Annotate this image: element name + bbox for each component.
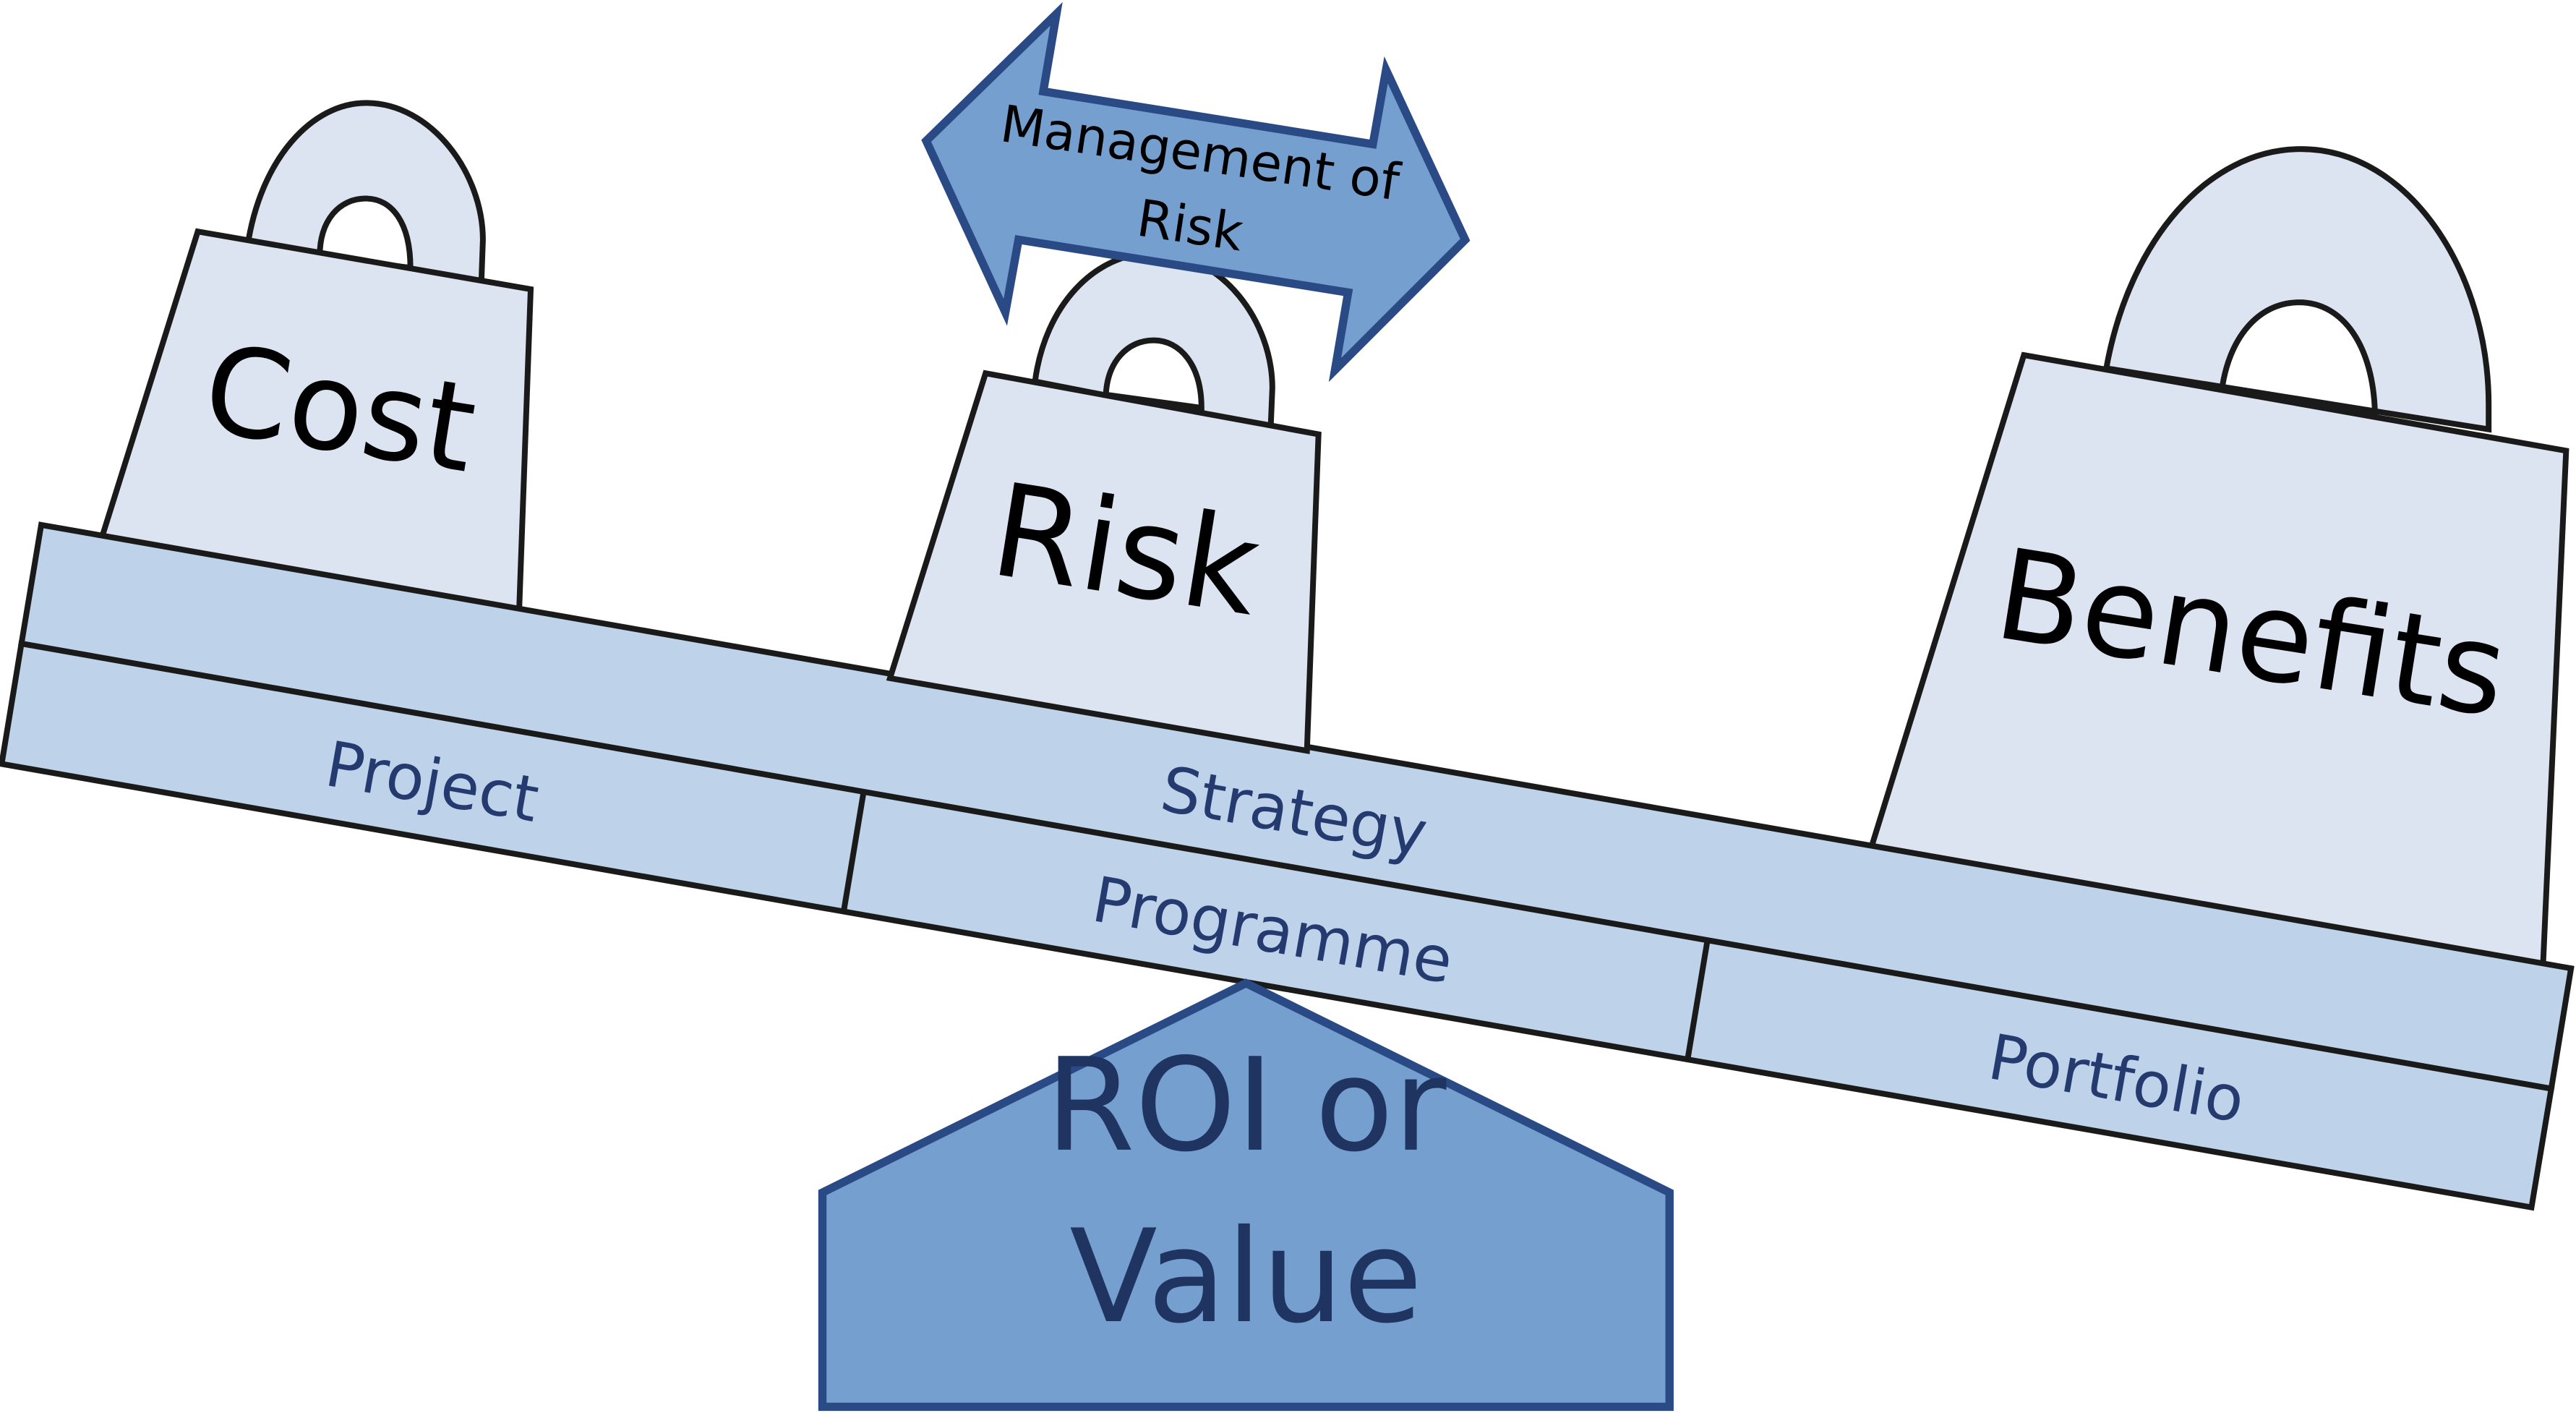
roi-value-pivot: ROI or Value <box>818 978 1674 1412</box>
pivot-label-line1: ROI or <box>1045 1030 1447 1180</box>
benefits-weight: Benefits <box>1867 146 2569 969</box>
cost-weight-handle <box>244 100 486 290</box>
pivot-label-line2: Value <box>1069 1202 1422 1352</box>
double-arrow-shape <box>921 1 1471 383</box>
cost-weight: Cost <box>98 100 534 615</box>
risk-weight: Risk <box>886 249 1322 754</box>
benefits-weight-handle <box>2102 146 2492 433</box>
risk-weight-body <box>886 370 1322 754</box>
beam-divider-project-programme <box>841 791 867 911</box>
management-of-risk-arrow: Management of Risk <box>921 1 1471 383</box>
beam-divider-programme-portfolio <box>1685 939 1711 1060</box>
seesaw-beam: Strategy Project Programme Portfolio <box>0 521 2575 1211</box>
beam-lower-band <box>0 640 2555 1211</box>
pivot-shape <box>818 978 1674 1412</box>
